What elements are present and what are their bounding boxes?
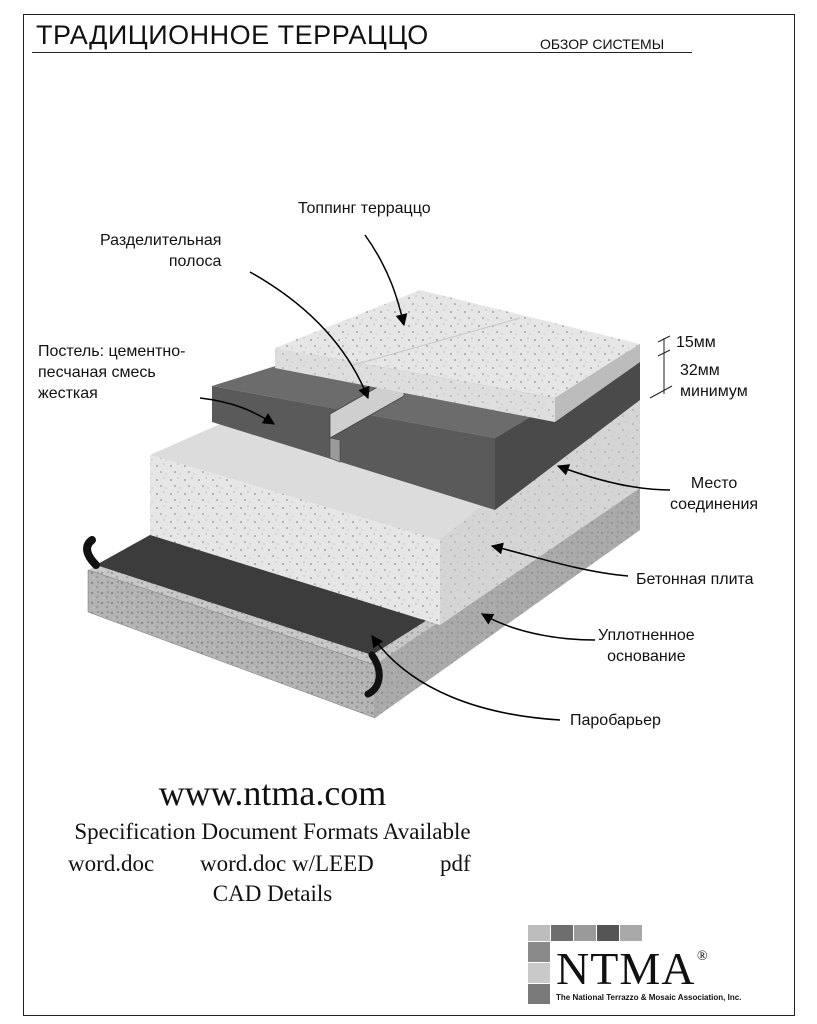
label-vapor-barrier: Паробарьер (570, 712, 661, 729)
page-title: ТРАДИЦИОННОЕ ТЕРРАЦЦО (36, 20, 429, 50)
page-subtitle: ОБЗОР СИСТЕМЫ (540, 36, 665, 52)
page-frame (23, 14, 795, 1016)
label-terrazzo-topping: Топпинг терраццо (298, 200, 431, 217)
website-link[interactable]: www.ntma.com (158, 773, 387, 813)
label-mortar-bed: Постель: цементно- песчаная смесь жестка… (38, 343, 186, 402)
spec-formats-heading: Specification Document Formats Available (74, 819, 471, 844)
dimension-marks (649, 335, 673, 399)
format-word-doc-leed[interactable]: word.doc w/LEED (200, 851, 374, 876)
registered-mark: ® (697, 949, 708, 964)
format-pdf[interactable]: pdf (440, 851, 471, 876)
arrow-barrier (371, 635, 561, 721)
arrow-divider (249, 271, 370, 400)
label-compacted-base: Уплотненное основание (598, 627, 695, 665)
ntma-logo-mosaic-icon (528, 925, 642, 1004)
label-dim-32mm: 32мм минимум (680, 362, 748, 400)
label-joint: Место соединения (670, 475, 759, 513)
label-divider-strip: Разделительная полоса (100, 232, 222, 270)
title-rule (32, 52, 692, 53)
arrow-joint (556, 464, 671, 491)
terrazzo-topping-layer (275, 290, 640, 422)
format-word-doc[interactable]: word.doc (68, 851, 155, 876)
cad-details-link[interactable]: CAD Details (212, 881, 333, 906)
label-concrete-slab: Бетонная плита (636, 571, 754, 588)
leader-arrows (199, 234, 671, 721)
arrow-base (480, 613, 596, 641)
arrow-bed (199, 397, 276, 425)
ntma-wordmark: NTMA (556, 943, 696, 994)
arrow-slab (490, 542, 629, 577)
ntma-org-name: The National Terrazzo & Mosaic Associati… (556, 993, 742, 1002)
arrow-topping (364, 234, 408, 327)
label-dim-15mm: 15мм (676, 334, 716, 351)
